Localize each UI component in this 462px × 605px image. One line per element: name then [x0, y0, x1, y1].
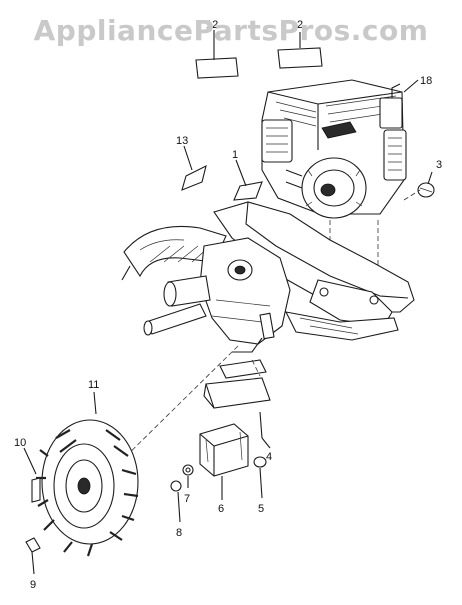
watermark-text: AppliancePartsPros.com — [33, 14, 429, 47]
engine — [261, 79, 407, 219]
decal-part-12 — [195, 57, 239, 79]
pin-part-10 — [23, 447, 41, 503]
nut-part-5 — [253, 456, 267, 499]
callout-3: 3 — [436, 159, 442, 171]
main-frame — [213, 201, 415, 341]
washer-part-7 — [182, 464, 194, 488]
bracket — [203, 359, 271, 409]
callout-11: 11 — [88, 379, 99, 391]
decal-part-13 — [181, 164, 207, 191]
callout-5: 5 — [258, 503, 264, 515]
callout-8: 8 — [176, 527, 182, 539]
callout-10: 10 — [14, 437, 26, 449]
tine-shaft — [143, 275, 211, 336]
tine-shield — [121, 225, 227, 281]
washer-part-8 — [170, 480, 182, 523]
clip-part-9 — [25, 537, 41, 575]
callout-9: 9 — [30, 579, 36, 591]
wheel-assembly-part-11 — [36, 391, 139, 557]
decal-part-2 — [277, 47, 323, 69]
callout-18: 18 — [420, 75, 432, 87]
callout-4: 4 — [266, 451, 272, 463]
callout-7: 7 — [184, 493, 190, 505]
callout-2: 2 — [297, 19, 303, 31]
weight-block-part-6 — [199, 423, 249, 500]
decal-part-1 — [233, 181, 263, 201]
callout-6: 6 — [218, 503, 224, 515]
callout-13: 13 — [176, 135, 188, 147]
axle-bolt — [232, 312, 275, 353]
callout-12: 12 — [206, 19, 218, 31]
callout-1: 1 — [232, 149, 238, 161]
bolt-part-3 — [417, 171, 435, 198]
bolt-part-4 — [259, 411, 271, 449]
